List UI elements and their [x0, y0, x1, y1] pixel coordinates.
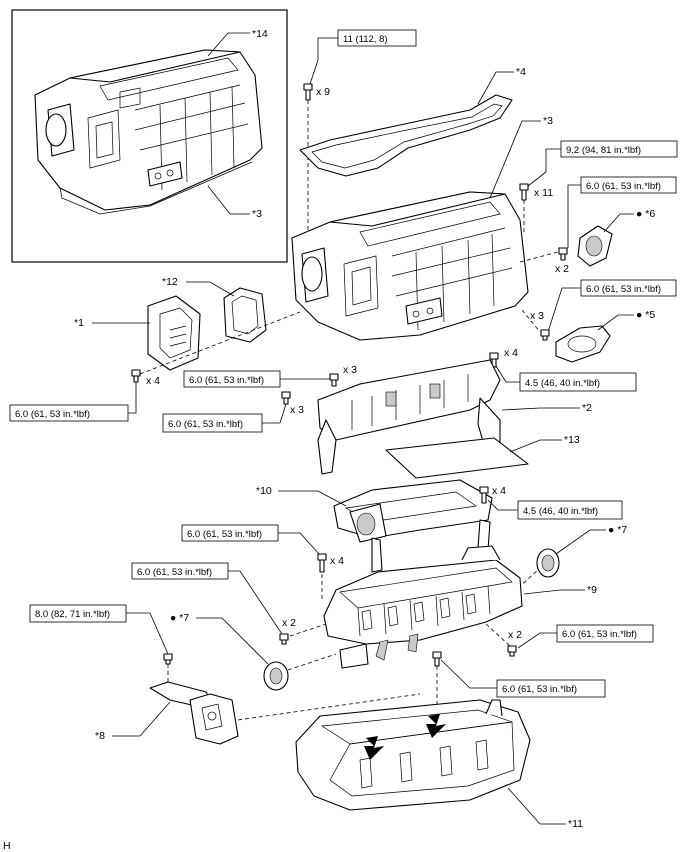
label-part-2: *2 [582, 402, 592, 414]
label-part-6: ● *6 [636, 208, 655, 220]
torque-1: 11 (112, 8) [343, 34, 388, 45]
qty-bolts-x3-a: x 3 [343, 364, 357, 376]
gasket-part-12 [223, 287, 267, 343]
torque-9: 4.5 (46, 40 in.*lbf) [523, 506, 598, 517]
lower-case-part-11 [295, 699, 531, 811]
torque-6: 6.0 (61, 53 in.*lbf) [189, 375, 264, 386]
torque-11: 6.0 (61, 53 in.*lbf) [137, 567, 212, 578]
bolt-icon [317, 553, 327, 573]
torque-12: 8.0 (82, 71 in.*lbf) [35, 609, 110, 620]
inverter-assembly-part-9 [323, 545, 523, 669]
torque-13: 6.0 (61, 53 in.*lbf) [562, 629, 637, 640]
figure-code: H [3, 840, 11, 852]
torque-box-14 [496, 679, 606, 698]
label-part-11: *11 [568, 818, 583, 830]
label-part-1: *1 [74, 317, 84, 329]
qty-bolts-x11: x 11 [534, 187, 553, 199]
grommet-part-7-right [536, 548, 560, 578]
bolt-icon [519, 183, 529, 201]
torque-5: 6.0 (61, 53 in.*lbf) [15, 409, 90, 420]
inverter-housing-part-3 [291, 191, 529, 341]
label-part-9: *9 [587, 584, 597, 596]
torque-3: 6.0 (61, 53 in.*lbf) [586, 181, 661, 192]
qty-bolts-x4-part1: x 4 [146, 375, 160, 387]
bolt-icon [432, 651, 442, 667]
torque-8: 4.5 (46, 40 in.*lbf) [525, 378, 600, 389]
torque-box-13 [556, 624, 654, 643]
label-part-7-left: ● *7 [170, 612, 189, 624]
cover-part-6 [577, 225, 613, 267]
label-part-13: *13 [564, 434, 580, 446]
bolt-icon [507, 645, 517, 657]
qty-bolts-x9: x 9 [316, 86, 330, 98]
torque-box-12 [29, 604, 127, 623]
qty-bolts-x2-cover6: x 2 [555, 263, 569, 275]
bolt-icon [329, 373, 339, 387]
label-part-14: *14 [252, 28, 268, 40]
qty-bolts-x4-a: x 4 [504, 347, 518, 359]
bolt-icon [540, 329, 550, 341]
qty-bolts-x2-a: x 2 [282, 617, 296, 629]
bolt-icon [131, 369, 141, 383]
cover-part-5 [555, 325, 611, 363]
label-part-12: *12 [162, 276, 178, 288]
frame-part-10 [333, 479, 493, 573]
insulation-sheet-part-13 [385, 437, 529, 479]
qty-bolts-x3-cover5: x 3 [530, 310, 544, 322]
bolt-icon [303, 83, 313, 101]
gasket-part-4 [299, 94, 513, 177]
connector-part-1 [147, 295, 201, 371]
label-part-8: *8 [95, 730, 105, 742]
bolt-icon [558, 247, 568, 261]
label-part-3: *3 [543, 115, 553, 127]
bolt-icon [279, 633, 289, 645]
qty-bolts-x3-b: x 3 [290, 404, 304, 416]
torque-7: 6.0 (61, 53 in.*lbf) [168, 419, 243, 430]
grommet-part-7-left [263, 661, 289, 691]
torque-10: 6.0 (61, 53 in.*lbf) [187, 529, 262, 540]
label-part-4: *4 [516, 66, 526, 78]
label-part-3-inset: *3 [252, 208, 262, 220]
torque-4: 6.0 (61, 53 in.*lbf) [586, 284, 661, 295]
label-part-10: *10 [256, 485, 272, 497]
bolt-icon [479, 486, 489, 504]
qty-bolts-x2-b: x 2 [508, 629, 522, 641]
sensor-part-8 [149, 681, 239, 745]
bolt-icon [163, 653, 173, 665]
torque-2: 9.2 (94, 81 in.*lbf) [566, 145, 641, 156]
bracket-part-2 [317, 359, 501, 475]
qty-bolts-x4-c: x 4 [330, 555, 344, 567]
inset-housing-illustration [34, 49, 263, 215]
bolt-icon [281, 391, 291, 405]
label-part-5: ● *5 [636, 309, 655, 321]
qty-bolts-x4-b: x 4 [492, 485, 506, 497]
label-part-7-right: ● *7 [608, 524, 627, 536]
torque-14: 6.0 (61, 53 in.*lbf) [502, 684, 577, 695]
